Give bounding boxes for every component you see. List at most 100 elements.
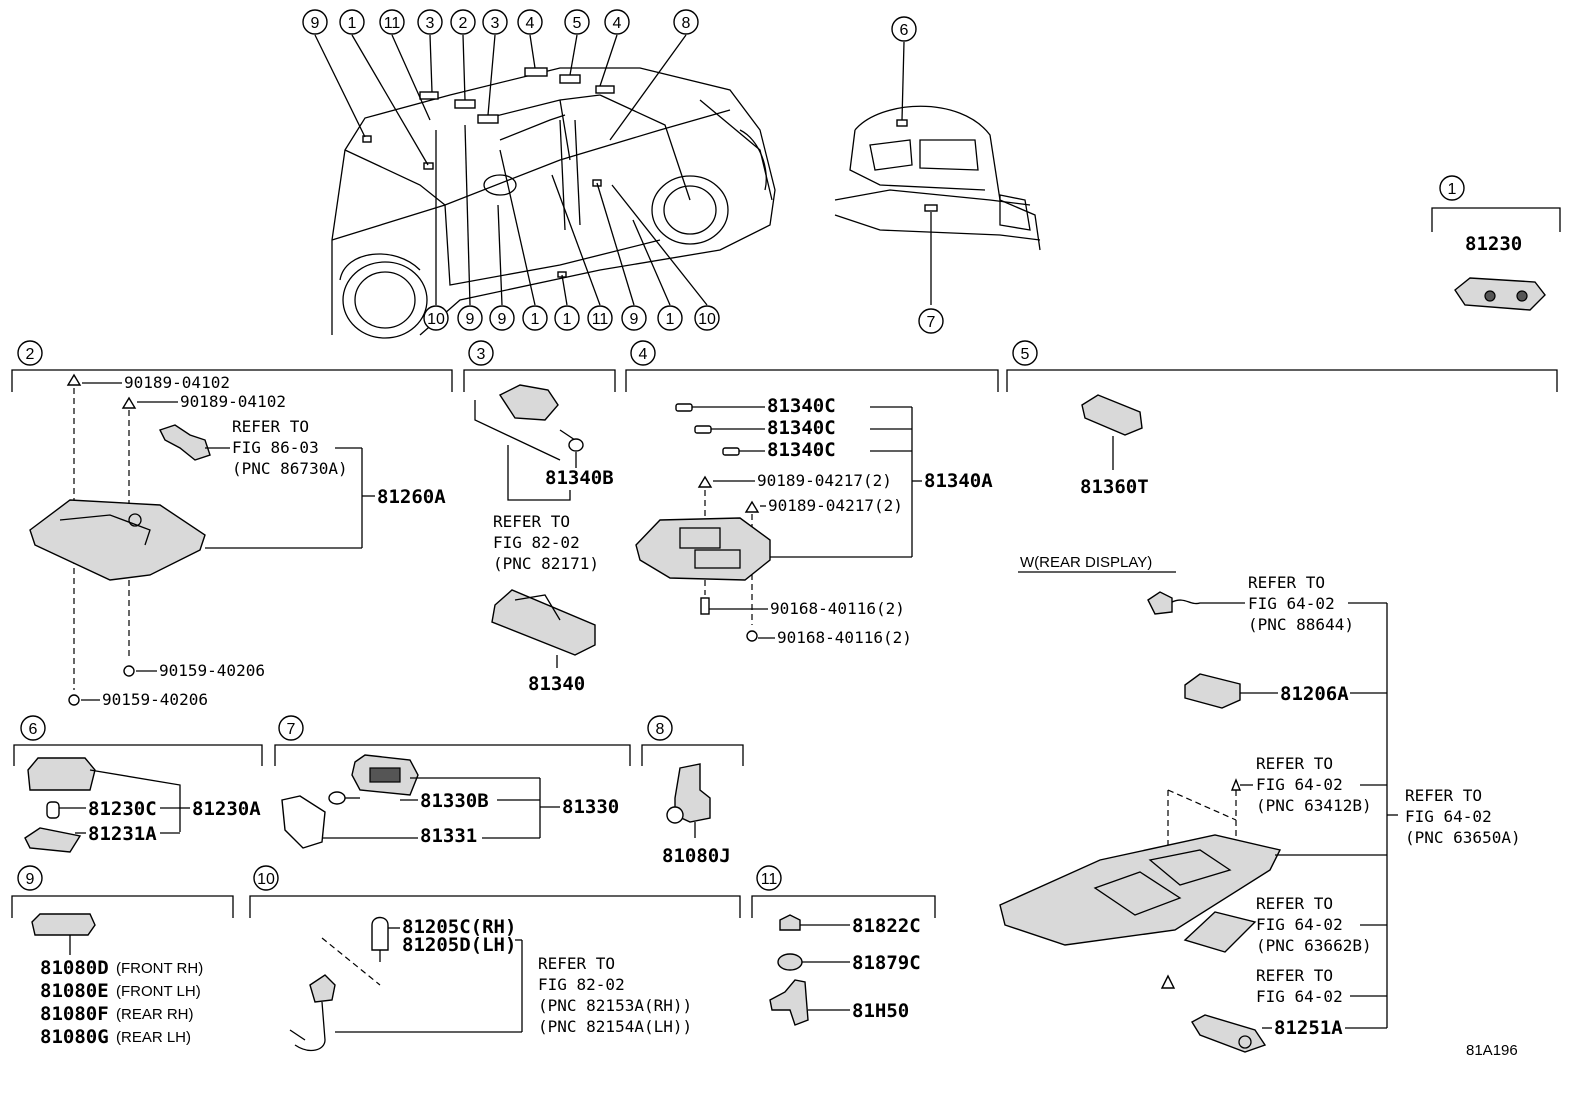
bulb-81340C-b: 81340C	[767, 417, 836, 439]
part-81822C: 81822C	[852, 915, 921, 937]
group-9: 9 81080D (FRONT RH) 81080E (FRONT LH) 81…	[11, 865, 234, 1048]
group-10: 10 81205C(RH) 81205D(LH) REFER TO FIG 82…	[249, 865, 741, 1052]
part-81230A: 81230A	[192, 798, 261, 820]
svg-text:8: 8	[656, 721, 665, 738]
svg-text:REFER TO: REFER TO	[232, 417, 309, 436]
svg-text:(REAR RH): (REAR RH)	[116, 1006, 194, 1023]
svg-text:(PNC 82154A(LH)): (PNC 82154A(LH))	[538, 1017, 692, 1036]
svg-text:FIG 86-03: FIG 86-03	[232, 438, 319, 457]
svg-text:(FRONT LH): (FRONT LH)	[116, 983, 201, 1000]
variant-label: W(REAR DISPLAY)	[1020, 554, 1152, 571]
callout-9-top: 9	[302, 9, 328, 35]
svg-text:1: 1	[531, 311, 540, 328]
callout-7-trunk: 7	[918, 308, 944, 334]
group-7: 7 81330B 81330 81331	[274, 715, 631, 849]
screw-90168-40116-a: 90168-40116(2)	[770, 599, 905, 618]
group-11: 11 81822C 81879C 81H50	[751, 865, 936, 1026]
svg-text:9: 9	[311, 15, 320, 32]
svg-text:FIG 82-02: FIG 82-02	[493, 533, 580, 552]
part-81080F: 81080F	[40, 1003, 109, 1025]
svg-text:(PNC 82171): (PNC 82171)	[493, 554, 599, 573]
bulb-81205D-LH: 81205D(LH)	[402, 934, 516, 956]
svg-text:1: 1	[563, 311, 572, 328]
part-81260A: 81260A	[377, 486, 446, 508]
svg-text:FIG 64-02: FIG 64-02	[1256, 775, 1343, 794]
screw-90159-40206-a: 90159-40206	[159, 661, 265, 680]
svg-text:11: 11	[384, 15, 401, 32]
svg-text:2: 2	[26, 346, 35, 363]
part-81080D: 81080D	[40, 957, 109, 979]
trunk-illustration	[834, 41, 1041, 305]
svg-text:6: 6	[29, 721, 38, 738]
group-2: 2 90189-04102 90189-04102 REFER TO FIG 8…	[11, 340, 453, 709]
svg-text:7: 7	[287, 721, 296, 738]
svg-text:6: 6	[900, 22, 909, 39]
part-81330: 81330	[562, 796, 619, 818]
callout-11-top: 11	[379, 9, 405, 35]
clip-90189-04217-b: 90189-04217(2)	[768, 496, 903, 515]
svg-text:REFER TO: REFER TO	[1256, 966, 1333, 985]
group-3: 3 81340B REFER TO FIG 82-02 (PNC 82171) …	[463, 340, 616, 695]
svg-text:11: 11	[761, 871, 778, 888]
bulb-81340B: 81340B	[545, 467, 614, 489]
svg-text:3: 3	[477, 346, 486, 363]
callout-1-top: 1	[339, 9, 365, 35]
screw-90168-40116-b: 90168-40116(2)	[777, 628, 912, 647]
figure-code: 81A196	[1466, 1042, 1518, 1059]
callout-2-top: 2	[450, 9, 476, 35]
svg-text:1: 1	[348, 15, 357, 32]
svg-text:2: 2	[459, 15, 468, 32]
callout-4-top-a: 4	[517, 9, 543, 35]
part-81080J: 81080J	[662, 845, 731, 867]
svg-text:REFER TO: REFER TO	[1248, 573, 1325, 592]
callout-3-top-a: 3	[417, 9, 443, 35]
svg-text:FIG 64-02: FIG 64-02	[1256, 915, 1343, 934]
svg-text:10: 10	[698, 311, 716, 328]
part-81360T: 81360T	[1080, 476, 1149, 498]
callout-9-bottom-b: 9	[489, 305, 515, 331]
svg-text:(PNC 63662B): (PNC 63662B)	[1256, 936, 1372, 955]
bulb-81230C: 81230C	[88, 798, 157, 820]
callout-1-bottom-b: 1	[554, 305, 580, 331]
part-81H50: 81H50	[852, 1000, 909, 1022]
svg-text:REFER TO: REFER TO	[1256, 754, 1333, 773]
group-8: 8 81080J	[641, 715, 744, 867]
callout-11-bottom: 11	[587, 305, 613, 331]
svg-text:11: 11	[592, 311, 609, 328]
svg-text:REFER TO: REFER TO	[493, 512, 570, 531]
part-81230: 81230	[1465, 233, 1522, 255]
svg-text:REFER TO: REFER TO	[538, 954, 615, 973]
svg-text:3: 3	[491, 15, 500, 32]
part-81879C: 81879C	[852, 952, 921, 974]
group-4: 4 81340C 81340C 81340C 81340A 90189-0421…	[625, 340, 999, 647]
svg-text:(PNC 86730A): (PNC 86730A)	[232, 459, 348, 478]
svg-text:(PNC 88644): (PNC 88644)	[1248, 615, 1354, 634]
svg-text:(REAR LH): (REAR LH)	[116, 1029, 191, 1046]
callout-8-top: 8	[673, 9, 699, 35]
svg-text:4: 4	[613, 15, 622, 32]
callout-6-trunk: 6	[891, 16, 917, 42]
lamp-81206A: 81206A	[1280, 683, 1349, 705]
bulb-81205C-RH: 81205C(RH)	[402, 916, 516, 938]
vehicle-overview-illustration	[331, 67, 776, 339]
svg-text:9: 9	[26, 871, 35, 888]
svg-text:1: 1	[1448, 181, 1457, 198]
callout-3-top-b: 3	[482, 9, 508, 35]
part-81080E: 81080E	[40, 980, 109, 1002]
lens-81231A: 81231A	[88, 823, 157, 845]
part-81340: 81340	[528, 673, 585, 695]
part-81340A: 81340A	[924, 470, 993, 492]
svg-text:10: 10	[427, 311, 445, 328]
car-leader-lines	[314, 34, 708, 306]
cover-81251A: 81251A	[1274, 1017, 1343, 1039]
lens-81331: 81331	[420, 825, 477, 847]
svg-text:5: 5	[1021, 346, 1030, 363]
svg-text:(FRONT RH): (FRONT RH)	[116, 960, 203, 977]
callout-9-bottom-a: 9	[457, 305, 483, 331]
svg-text:5: 5	[573, 15, 582, 32]
group-1: 1 81230	[1431, 175, 1561, 311]
svg-text:(PNC 63412B): (PNC 63412B)	[1256, 796, 1372, 815]
bulb-81340C-c: 81340C	[767, 439, 836, 461]
svg-text:7: 7	[927, 314, 936, 331]
